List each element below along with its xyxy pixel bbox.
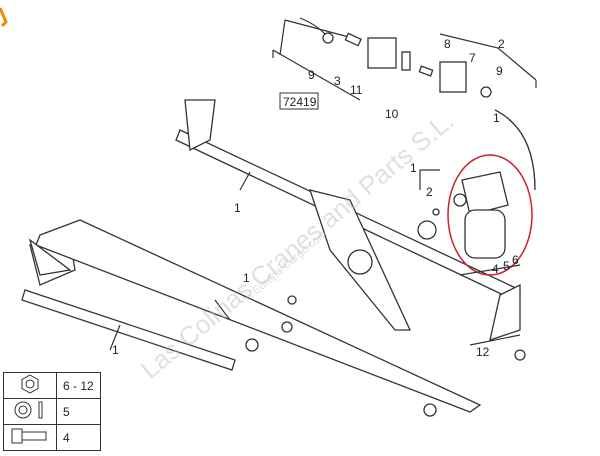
callout-1: 1: [112, 343, 119, 357]
corner-mark-icon: [0, 7, 8, 28]
legend-value: 6 - 12: [56, 372, 101, 399]
callout-1: 1: [234, 201, 241, 215]
bolt-icon: [3, 424, 57, 451]
callout-10: 10: [385, 107, 399, 121]
callout-3: 3: [334, 74, 341, 88]
legend-row: 6 - 12: [3, 372, 101, 399]
highlight-circle: [447, 154, 533, 276]
callout-5: 5: [503, 259, 510, 273]
callout-8: 8: [444, 37, 451, 51]
callout-9: 9: [308, 68, 315, 82]
callout-7: 7: [469, 51, 476, 65]
fastener-legend: 6 - 12 5 4: [3, 372, 101, 451]
callout-6: 6: [512, 253, 519, 267]
wiper-motor: [453, 171, 509, 259]
callout-9b: 9: [496, 64, 503, 78]
washer-icon: [3, 398, 57, 425]
legend-value: 5: [56, 398, 101, 425]
callout-2: 2: [426, 185, 433, 199]
callout-1: 1: [243, 271, 250, 285]
callout-12: 12: [476, 345, 490, 359]
callout-11: 11: [350, 83, 363, 97]
legend-value: 4: [56, 424, 101, 451]
callout-1: 1: [493, 111, 500, 125]
callout-4: 4: [492, 262, 499, 276]
ref-box: [279, 92, 319, 110]
nut-icon: [3, 372, 57, 399]
connector-group: [272, 17, 537, 191]
callout-ref-box: 72419: [283, 95, 317, 109]
callout-1: 1: [410, 161, 417, 175]
callout-2-top: 2: [498, 37, 505, 51]
legend-row: 5: [3, 398, 101, 425]
legend-row: 4: [3, 424, 101, 451]
wiper-linkage: [21, 99, 526, 417]
